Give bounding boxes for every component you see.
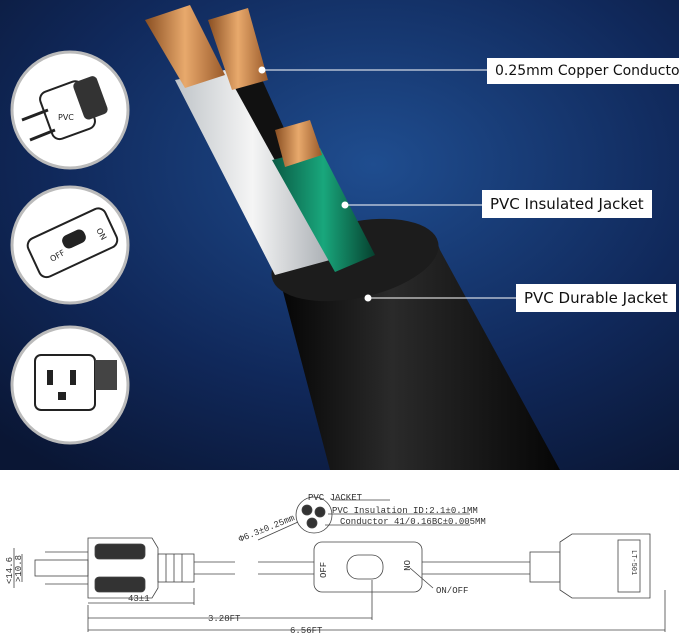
cross-section (295, 496, 333, 534)
plug-length-label: 43±1 (128, 594, 150, 604)
plug-text: PVC (58, 113, 74, 122)
switch-off-label: OFF (319, 562, 329, 578)
switch-on-label: ON (401, 560, 411, 571)
insulation-label: PVC Insulation ID:2.1±0.1MM (332, 506, 478, 516)
length-total-label: 6.56FT (290, 626, 323, 636)
callout-durable-jacket: PVC Durable Jacket (516, 284, 676, 312)
conductor-label: Conductor 41/0.16BC±0.005MM (340, 517, 486, 527)
callout-conductor: 0.25mm Copper Conductor (487, 58, 679, 84)
copper-conductor (208, 8, 268, 90)
length-switch-label: 3.28FT (208, 614, 241, 624)
white-wire (175, 70, 330, 275)
plug-inset: PVC (10, 50, 130, 170)
green-wire (272, 148, 375, 272)
switch-inset: ON OFF (10, 185, 130, 305)
diameter-label: Φ6.3±0.25mm (237, 513, 296, 545)
connector-text: LT-501 (629, 550, 637, 575)
prong-width-label: >10.8 (14, 555, 24, 582)
switch-body (313, 541, 423, 593)
connector-inset (10, 325, 130, 445)
copper-conductor (145, 5, 225, 88)
technical-drawing: PVC JACKET PVC Insulation ID:2.1±0.1MM C… (5, 493, 666, 636)
plug-height-label: <14.6 (5, 557, 15, 584)
switch-label: ON/OFF (436, 586, 468, 596)
copper-conductor (275, 120, 322, 167)
pvc-jacket-label: PVC JACKET (308, 493, 363, 503)
callout-insulated-jacket: PVC Insulated Jacket (482, 190, 652, 218)
connector-body (559, 533, 651, 599)
